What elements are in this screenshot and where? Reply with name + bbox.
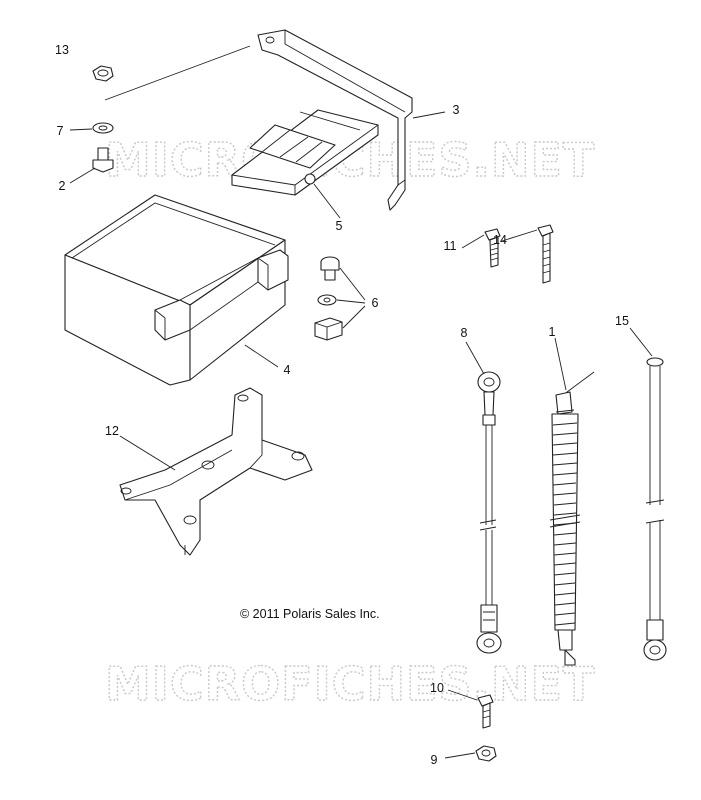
leader-6 — [336, 267, 366, 329]
callout-2: 2 — [59, 179, 66, 193]
leader-9 — [444, 752, 476, 759]
callout-1: 1 — [549, 325, 556, 339]
battery-tray — [119, 387, 313, 556]
cable-1 — [549, 371, 595, 666]
callout-10: 10 — [430, 681, 444, 695]
leader-1 — [554, 337, 567, 391]
callout-12: 12 — [105, 424, 119, 438]
callout-3: 3 — [453, 103, 460, 117]
callout-13: 13 — [55, 43, 69, 57]
battery-bracket — [257, 29, 413, 211]
leader-8 — [465, 341, 485, 375]
callout-15: 15 — [615, 314, 629, 328]
battery — [64, 194, 289, 386]
bolt-11 — [484, 228, 501, 268]
cable-15 — [643, 357, 667, 661]
callout-6: 6 — [372, 296, 379, 310]
leader-15 — [629, 327, 653, 357]
callout-5: 5 — [336, 219, 343, 233]
leader-5 — [313, 183, 341, 219]
nut-9 — [475, 745, 497, 762]
leader-3 — [412, 111, 446, 119]
leader-10 — [447, 689, 478, 701]
callout-11: 11 — [444, 239, 457, 253]
leader-11 — [461, 234, 485, 249]
leader-7 — [69, 128, 93, 131]
callout-4: 4 — [284, 363, 291, 377]
leader-12 — [119, 435, 176, 471]
leader-13 — [104, 45, 251, 101]
callout-8: 8 — [461, 326, 468, 340]
watermark-bottom: MICROFICHES.NET — [105, 657, 595, 711]
bolt-2 — [92, 147, 114, 173]
leader-14 — [501, 229, 538, 242]
bolt-10 — [477, 694, 494, 729]
leader-2 — [69, 167, 96, 184]
leader-4 — [244, 344, 279, 368]
washer-7 — [92, 122, 114, 134]
callout-14: 14 — [493, 233, 507, 247]
cable-8 — [476, 371, 502, 654]
nut-13 — [92, 65, 114, 82]
terminal-hardware-6 — [314, 256, 343, 341]
copyright-notice: © 2011 Polaris Sales Inc. — [240, 607, 380, 621]
hold-down-plate — [231, 109, 379, 196]
callout-9: 9 — [431, 753, 438, 767]
bolt-14 — [537, 224, 554, 284]
callout-7: 7 — [57, 124, 64, 138]
